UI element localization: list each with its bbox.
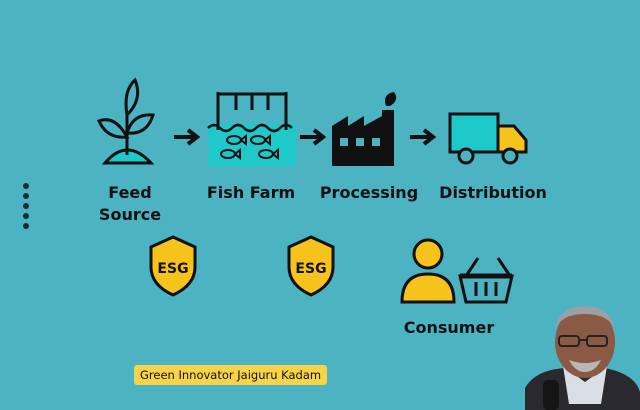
step-label-fish-farm: Fish Farm	[206, 183, 296, 202]
side-menu-dots-icon[interactable]	[23, 183, 31, 233]
step-label-feed-source: Feed Source	[98, 183, 162, 224]
presenter-video-avatar	[525, 300, 640, 410]
truck-icon	[448, 112, 528, 165]
esg-badge-text: ESG	[295, 261, 326, 277]
arrow-right-icon	[300, 128, 326, 146]
arrow-right-icon	[174, 128, 200, 146]
factory-icon	[332, 92, 397, 166]
step-label-distribution: Distribution	[439, 183, 547, 202]
arrow-right-icon	[410, 128, 436, 146]
fish-farm-icon	[207, 92, 296, 166]
esg-badge-text: ESG	[157, 261, 188, 277]
consumer-label: Consumer	[403, 318, 495, 337]
presenter-caption: Green Innovator Jaiguru Kadam	[134, 365, 328, 385]
step-label-processing: Processing	[319, 183, 419, 202]
consumer-basket-icon	[400, 238, 514, 304]
esg-shield-icon: ESG	[149, 235, 197, 297]
esg-shield-icon: ESG	[287, 235, 335, 297]
sprout-icon	[96, 77, 155, 165]
